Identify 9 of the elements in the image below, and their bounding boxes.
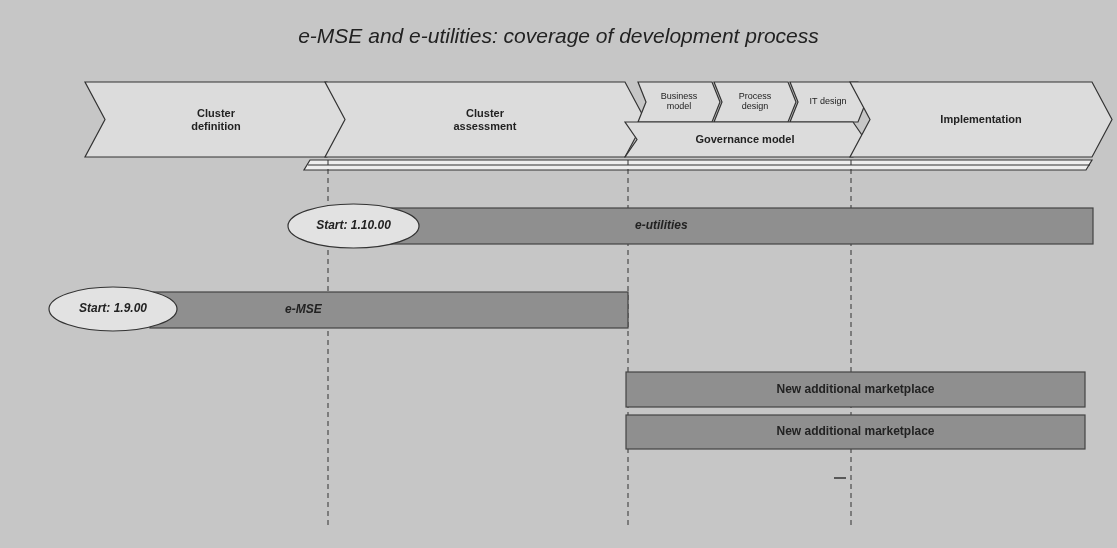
phase-banner: Cluster definition xyxy=(85,82,347,157)
start-date-ellipse: Start: 1.9.00 xyxy=(48,286,178,332)
step-banner: Business model xyxy=(638,82,720,122)
timeline-bar: e-MSE xyxy=(150,292,628,328)
diagram-title: e-MSE and e-utilities: coverage of development process xyxy=(297,24,820,48)
start-date-ellipse: Start: 1.10.00 xyxy=(287,203,420,249)
step-banner: Process design xyxy=(714,82,796,122)
timeline-bar: New additional marketplace xyxy=(626,372,1085,407)
timeline-bar: New additional marketplace xyxy=(626,415,1085,449)
